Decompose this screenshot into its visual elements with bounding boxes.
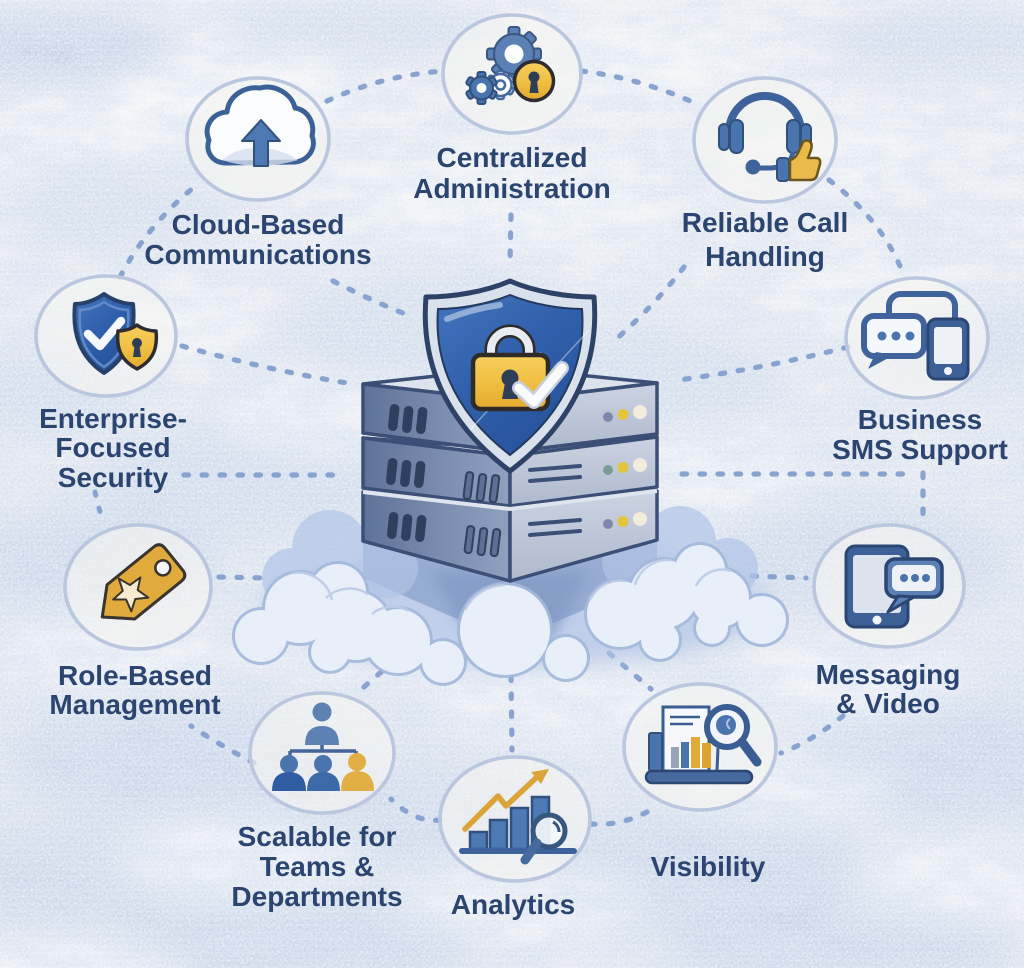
svg-text:SMS Support: SMS Support: [832, 434, 1008, 465]
svg-text:Role-Based: Role-Based: [58, 660, 212, 691]
svg-text:Departments: Departments: [231, 881, 402, 912]
svg-text:Analytics: Analytics: [451, 889, 576, 920]
svg-text:Messaging: Messaging: [816, 659, 961, 690]
svg-text:Management: Management: [49, 689, 220, 720]
svg-text:Visibility: Visibility: [651, 851, 766, 882]
svg-text:Communications: Communications: [144, 239, 371, 270]
svg-text:Reliable Call: Reliable Call: [682, 207, 849, 238]
svg-text:Enterprise-: Enterprise-: [39, 403, 187, 434]
svg-text:Cloud-Based: Cloud-Based: [172, 209, 345, 240]
svg-text:Centralized: Centralized: [437, 142, 588, 173]
svg-text:Security: Security: [58, 462, 169, 493]
svg-text:Handling: Handling: [705, 241, 825, 272]
svg-text:Scalable for: Scalable for: [238, 821, 397, 852]
svg-text:& Video: & Video: [836, 688, 940, 719]
svg-text:Focused: Focused: [55, 432, 170, 463]
svg-text:Business: Business: [858, 404, 983, 435]
svg-text:Administration: Administration: [413, 173, 611, 204]
svg-text:Teams &: Teams &: [260, 851, 375, 882]
